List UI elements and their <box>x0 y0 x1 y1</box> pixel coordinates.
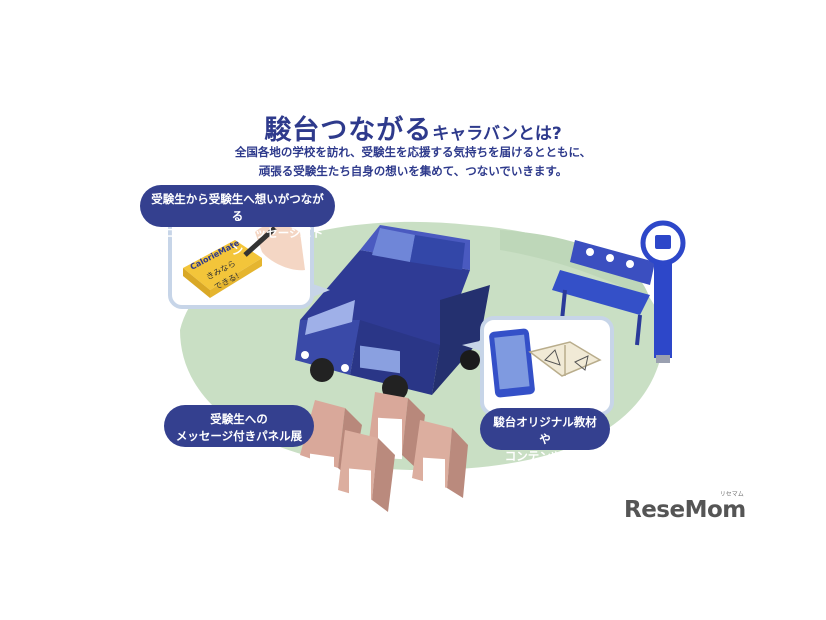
bus-stop-sign-icon <box>640 220 686 363</box>
resemom-logo-text: ReseMom <box>624 497 746 523</box>
callout-panel-line1: 受験生への <box>210 412 268 426</box>
intro-text: 全国各地の学校を訪れ、受験生を応援する気持ちを届けるとともに、 頑張る受験生たち… <box>0 143 826 181</box>
baton-bubble: CalorieMate きみなら できる! <box>168 213 330 309</box>
callout-baton: 受験生から受験生へ想いがつながる カロリーメイトのメッセージバトン <box>140 185 335 257</box>
title-main: 駿台つながる <box>264 115 433 146</box>
resemom-logo-sub: リセマム <box>719 491 744 498</box>
grass-ground-back <box>500 230 650 300</box>
callout-baton-line2: カロリーメイトのメッセージバトン <box>151 226 324 257</box>
page-title: 駿台つながるキャラバンとは? <box>0 108 826 147</box>
van-icon <box>295 225 490 401</box>
callout-content: 駿台オリジナル教材や コンテンツ体験 <box>480 408 610 463</box>
callout-content-line2: コンテンツ体験 <box>504 449 586 463</box>
callout-baton-line1: 受験生から受験生へ想いがつながる <box>151 192 324 223</box>
callout-content-line1: 駿台オリジナル教材や <box>493 415 597 446</box>
callout-panel-line2: メッセージ付きパネル展 <box>175 429 303 443</box>
callout-panel: 受験生への メッセージ付きパネル展 <box>164 405 314 447</box>
bench-icon <box>552 240 655 346</box>
intro-line-1: 全国各地の学校を訪れ、受験生を応援する気持ちを届けるとともに、 <box>234 145 592 159</box>
message-panels-icon <box>300 392 468 512</box>
intro-line-2: 頑張る受験生たち自身の想いを集めて、つないでいきます。 <box>258 164 568 178</box>
title-sub: キャラバンとは? <box>432 124 562 144</box>
content-bubble <box>462 316 614 416</box>
resemom-logo: ReseMom リセマム <box>624 491 746 523</box>
pen-icon <box>243 226 277 257</box>
